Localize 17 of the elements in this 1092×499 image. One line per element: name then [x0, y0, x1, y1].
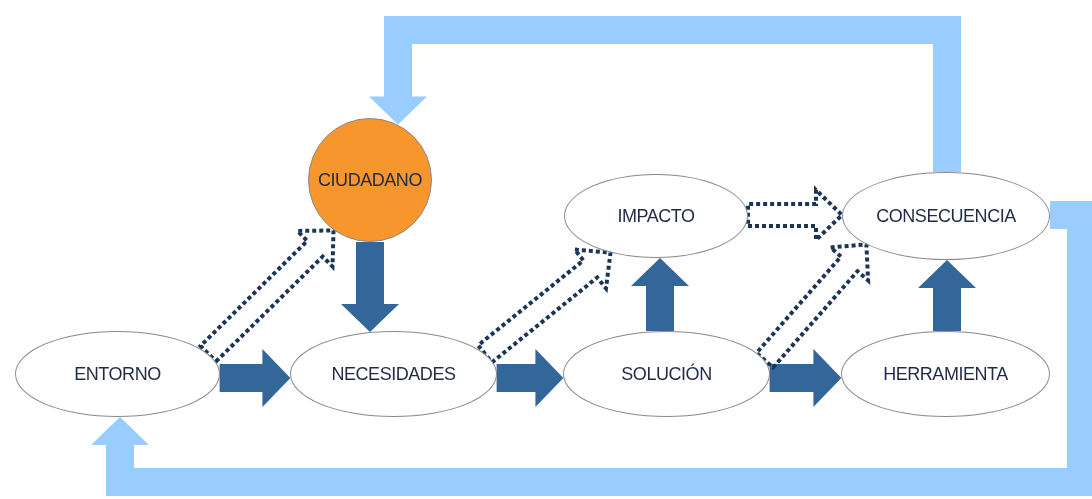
node-label: HERRAMIENTA — [883, 362, 1008, 386]
node-label: ENTORNO — [74, 362, 161, 386]
node-label: IMPACTO — [617, 204, 695, 228]
node-label: SOLUCIÓN — [621, 362, 712, 386]
block-arrow — [918, 260, 976, 331]
dotted-outline-arrow — [475, 247, 613, 366]
block-arrow — [341, 242, 399, 332]
node-label: CONSECUENCIA — [876, 204, 1016, 228]
block-arrow — [631, 258, 689, 331]
dotted-outline-arrow — [197, 228, 336, 365]
node-label: NECESIDADES — [331, 362, 456, 386]
block-arrow — [496, 349, 564, 407]
feedback-arrow — [369, 16, 961, 172]
node-label: CIUDADANO — [318, 168, 422, 192]
block-arrow — [219, 349, 291, 407]
block-arrow — [769, 349, 842, 407]
feedback-arrow — [91, 201, 1092, 496]
